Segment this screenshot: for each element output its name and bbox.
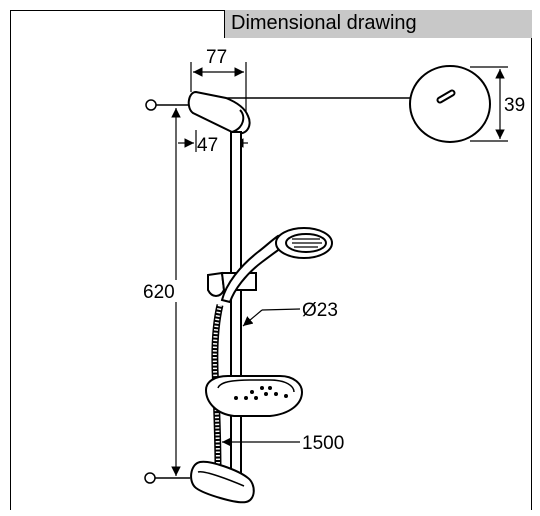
soap-dish-holes: [234, 386, 288, 400]
hand-shower: [220, 227, 333, 304]
wall-plate: [409, 65, 491, 143]
dim-47-label: 47: [197, 135, 218, 156]
top-wall-screw: [145, 99, 188, 111]
top-bracket: [187, 90, 251, 135]
bottom-bracket: [190, 460, 255, 504]
dim-hose-label: 1500: [302, 433, 344, 454]
dim-39-label: 39: [504, 95, 525, 116]
dim-diameter-label: Ø23: [302, 300, 338, 321]
soap-dish: [204, 375, 304, 417]
dim-39: [470, 66, 508, 142]
dim-620-label: 620: [143, 282, 175, 303]
slide-bar: [230, 131, 242, 483]
bottom-wall-screw: [144, 472, 190, 484]
dim-diameter-leader: [242, 308, 301, 327]
dim-77-label: 77: [206, 47, 227, 68]
dim-77: [190, 62, 247, 112]
drawing-title: Dimensional drawing: [231, 12, 417, 34]
drawing-header: Dimensional drawing: [224, 10, 532, 38]
